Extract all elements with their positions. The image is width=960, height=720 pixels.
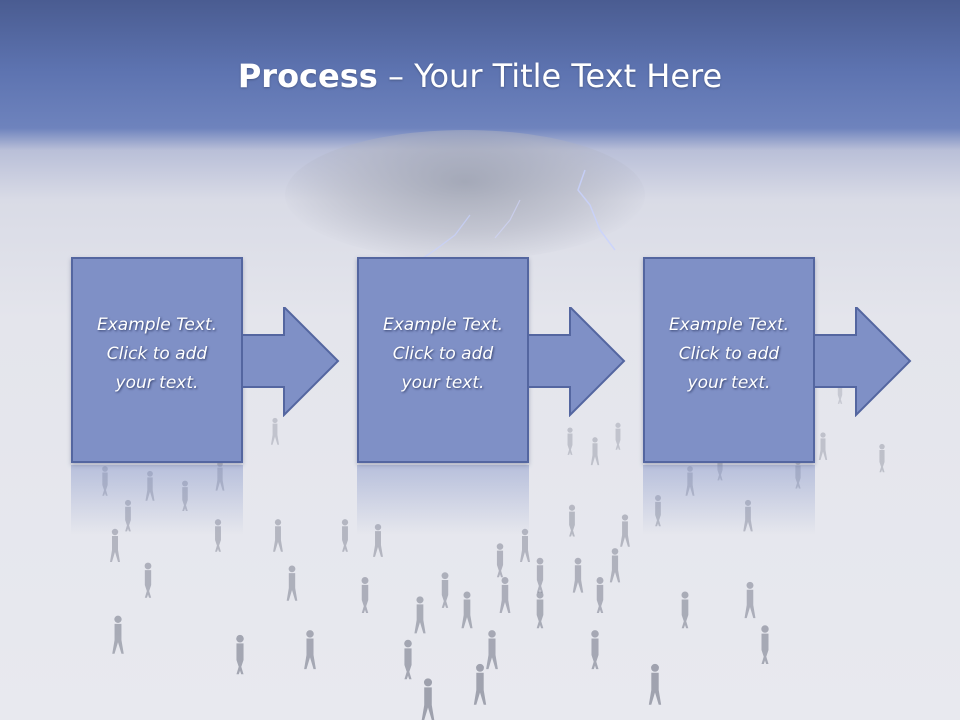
person-silhouette [648,663,662,705]
person-silhouette [609,548,621,583]
person-silhouette [654,495,662,527]
step-2-line-2: Click to add [392,344,494,364]
person-silhouette [520,528,530,562]
step-3-line-1: Example Text. [668,315,790,335]
right-arrow-icon [814,307,912,417]
step-2-reflection [357,465,529,535]
person-silhouette [473,663,487,705]
person-silhouette [685,466,695,496]
person-silhouette [567,427,573,455]
step-3-line-2: Click to add [678,344,780,364]
person-silhouette [270,417,280,445]
step-2-line-3: your text. [401,373,485,393]
step-3-line-3: your text. [687,373,771,393]
person-silhouette [361,577,369,613]
step-1-text[interactable]: Example Text. Click to add your text. [73,311,241,398]
step-3-reflection [643,465,815,535]
person-silhouette [591,630,599,670]
person-silhouette [214,519,222,552]
person-silhouette [681,591,689,629]
step-1-reflection [71,465,243,535]
person-silhouette [744,581,756,619]
person-silhouette [461,591,473,629]
person-silhouette [286,565,298,601]
person-silhouette [236,634,244,675]
person-silhouette [743,499,753,532]
step-2-text[interactable]: Example Text. Click to add your text. [359,311,527,398]
right-arrow-icon [528,307,626,417]
person-silhouette [486,630,498,670]
person-silhouette [879,443,885,473]
person-silhouette [102,466,108,496]
step-2-box[interactable]: Example Text. Click to add your text. [357,257,529,463]
person-silhouette [615,422,621,450]
step-3-text[interactable]: Example Text. Click to add your text. [645,311,813,398]
title-bold: Process [237,57,378,95]
person-silhouette [145,470,155,501]
person-silhouette [404,639,412,680]
person-silhouette [536,591,544,629]
step-1-line-3: your text. [115,373,199,393]
person-silhouette [536,557,544,593]
person-silhouette [124,499,132,532]
person-silhouette [620,514,630,547]
person-silhouette [496,543,504,578]
step-1-line-1: Example Text. [96,315,218,335]
person-silhouette [304,630,316,670]
title-rest: – Your Title Text Here [377,57,723,95]
step-2-line-1: Example Text. [382,315,504,335]
person-silhouette [110,528,120,562]
person-silhouette [441,572,449,608]
storm-cloud-image [285,130,645,260]
person-silhouette [273,519,283,552]
person-silhouette [572,557,584,593]
person-silhouette [341,519,349,552]
person-silhouette [499,577,511,613]
step-3-box[interactable]: Example Text. Click to add your text. [643,257,815,463]
person-silhouette [596,577,604,613]
person-silhouette [414,596,426,634]
person-silhouette [568,504,576,537]
person-silhouette [373,523,383,557]
person-silhouette [818,432,828,460]
person-silhouette [182,480,188,511]
person-silhouette [761,625,769,664]
step-1-line-2: Click to add [106,344,208,364]
slide-title[interactable]: Process – Your Title Text Here [0,54,960,98]
lightning-icon [419,169,616,261]
right-arrow-icon [242,307,340,417]
person-silhouette [144,562,152,598]
person-silhouette [112,615,124,654]
person-silhouette [421,678,435,720]
person-silhouette [590,437,600,466]
step-1-box[interactable]: Example Text. Click to add your text. [71,257,243,463]
